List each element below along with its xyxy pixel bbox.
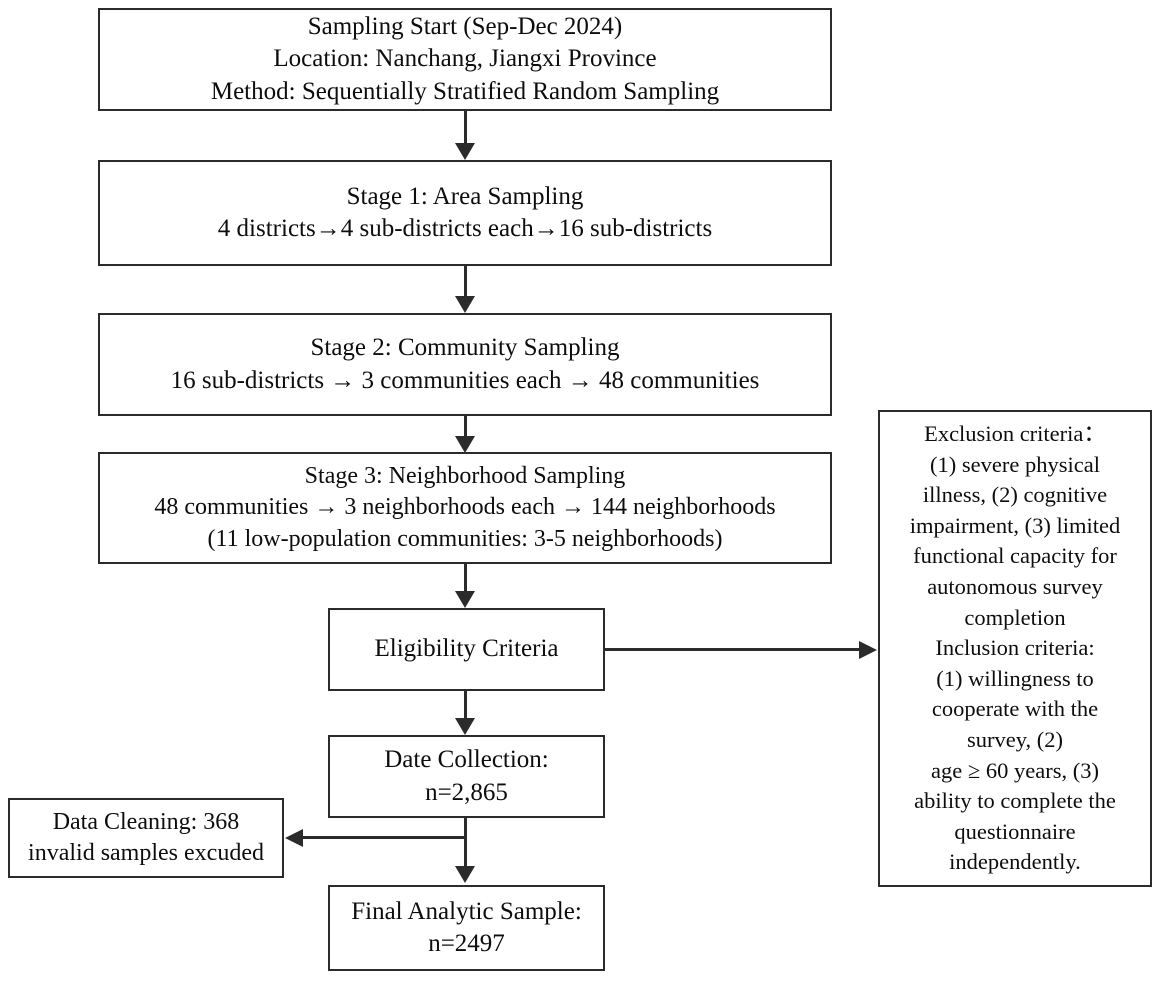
connector-to-data-cleaning	[302, 836, 466, 839]
node-criteria-line10: cooperate with the	[931, 696, 1099, 722]
node-criteria-line4: impairment, (3) limited	[909, 512, 1121, 538]
arrowhead-date-collection-to-final-sample	[455, 866, 475, 883]
node-eligibility-criteria: Eligibility Criteria	[328, 608, 605, 691]
node-final-analytic-sample-line2: n=2497	[428, 930, 505, 957]
node-criteria-line13: ability to complete the	[914, 788, 1116, 814]
node-eligibility-criteria-line1: Eligibility Criteria	[374, 635, 559, 663]
node-data-cleaning-line2: invalid samples excuded	[28, 840, 264, 866]
node-criteria-line1: Exclusion criteria：	[924, 421, 1106, 447]
node-stage-2: Stage 2: Community Sampling 16 sub-distr…	[98, 313, 832, 416]
node-criteria: Exclusion criteria： (1) severe physical …	[878, 410, 1152, 887]
node-criteria-line15: independently.	[949, 849, 1081, 875]
arrowhead-stage2-to-stage3	[455, 436, 475, 453]
connector-date-collection-to-final-sample	[464, 818, 467, 868]
node-sampling-start-line2: Location: Nanchang, Jiangxi Province	[273, 45, 657, 73]
node-stage-1-line1: Stage 1: Area Sampling	[346, 182, 584, 210]
node-stage-3-line1: Stage 3: Neighborhood Sampling	[304, 463, 626, 490]
node-stage-3-line2: 48 communities → 3 neighborhoods each → …	[154, 494, 776, 521]
node-criteria-line2: (1) severe physical	[930, 451, 1100, 477]
arrowhead-start-to-stage1	[455, 143, 475, 160]
node-criteria-line12: age ≥ 60 years, (3)	[931, 757, 1099, 783]
node-criteria-line9: (1) willingness to	[936, 665, 1094, 691]
node-stage-3: Stage 3: Neighborhood Sampling 48 commun…	[98, 452, 832, 564]
node-criteria-line7: completion	[964, 604, 1066, 630]
node-final-analytic-sample: Final Analytic Sample: n=2497	[328, 885, 605, 971]
connector-eligibility-to-date-collection	[464, 691, 467, 721]
arrowhead-eligibility-to-criteria	[859, 641, 877, 659]
arrowhead-eligibility-to-date-collection	[455, 718, 475, 735]
node-sampling-start: Sampling Start (Sep-Dec 2024) Location: …	[98, 8, 832, 111]
node-data-cleaning-line1: Data Cleaning: 368	[52, 808, 240, 835]
node-stage-1-line2: 4 districts→4 sub-districts each→16 sub-…	[217, 215, 713, 242]
node-final-analytic-sample-line1: Final Analytic Sample:	[351, 897, 582, 925]
node-stage-2-line2: 16 sub-districts → 3 communities each → …	[170, 366, 760, 394]
node-stage-2-line1: Stage 2: Community Sampling	[310, 334, 620, 361]
node-data-cleaning: Data Cleaning: 368 invalid samples excud…	[8, 798, 284, 878]
node-criteria-line14: questionnaire	[954, 818, 1076, 844]
node-date-collection: Date Collection: n=2,865	[328, 735, 605, 818]
arrowhead-to-data-cleaning	[285, 829, 303, 847]
arrowhead-stage3-to-eligibility	[455, 591, 475, 608]
node-stage-1: Stage 1: Area Sampling 4 districts→4 sub…	[98, 160, 832, 266]
connector-stage2-to-stage3	[464, 416, 467, 438]
arrowhead-stage1-to-stage2	[455, 296, 475, 313]
connector-eligibility-to-criteria	[605, 648, 862, 651]
node-sampling-start-line1: Sampling Start (Sep-Dec 2024)	[307, 12, 623, 40]
node-criteria-line5: functional capacity for	[913, 543, 1117, 569]
node-sampling-start-line3: Method: Sequentially Stratified Random S…	[210, 77, 720, 105]
node-stage-3-line3: (11 low-population communities: 3-5 neig…	[207, 525, 723, 552]
node-criteria-line6: autonomous survey	[927, 574, 1103, 600]
node-criteria-line3: illness, (2) cognitive	[922, 482, 1108, 508]
connector-stage3-to-eligibility	[464, 564, 467, 594]
node-criteria-line11: survey, (2)	[966, 726, 1063, 752]
node-criteria-line8: Inclusion criteria:	[935, 635, 1095, 661]
connector-stage1-to-stage2	[464, 266, 467, 299]
node-date-collection-line1: Date Collection:	[384, 746, 549, 773]
node-date-collection-line2: n=2,865	[425, 778, 508, 806]
connector-start-to-stage1	[464, 111, 467, 145]
